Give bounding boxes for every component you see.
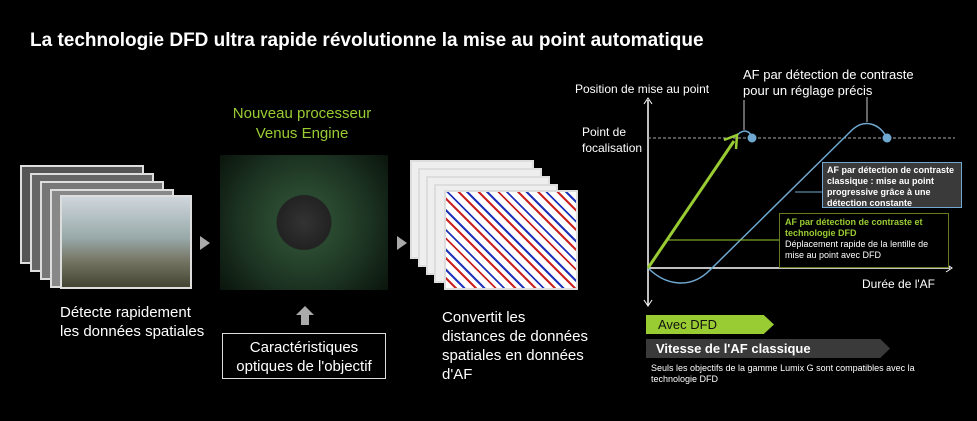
right-caption: d'AF	[442, 366, 473, 383]
left-caption: les données spatiales	[60, 323, 205, 340]
left-caption: Détecte rapidement	[60, 304, 191, 321]
legend-classic-bar: Vitesse de l'AF classique	[646, 339, 890, 358]
processor-image	[220, 155, 388, 290]
optics-label: optiques de l'objectif	[236, 358, 372, 375]
y-axis-arrow	[643, 97, 653, 105]
arrow-right-icon	[397, 236, 407, 250]
y-axis-label: Position de mise au point	[575, 82, 710, 96]
legend-classic-label: Vitesse de l'AF classique	[656, 341, 811, 356]
optics-label: Caractéristiques	[249, 339, 359, 356]
footnote: technologie DFD	[651, 374, 719, 384]
footnote: Seuls les objectifs de la gamme Lumix G …	[651, 363, 915, 373]
legend-dfd-label: Avec DFD	[658, 317, 717, 332]
right-caption: distances de données	[442, 328, 588, 345]
classic-af-box: AF par détection de contraste classique …	[822, 162, 962, 208]
top-annotation: AF par détection de contraste	[743, 67, 914, 82]
arrow-right-icon	[200, 236, 210, 250]
x-axis-label: Durée de l'AF	[862, 277, 935, 291]
dfd-arrow	[646, 140, 736, 269]
focus-label: focalisation	[582, 141, 643, 155]
classic-box-text: AF par détection de contraste	[827, 165, 955, 175]
dfd-box-text: Déplacement rapide de la lentille de	[785, 239, 929, 249]
classic-af-curve	[647, 122, 888, 284]
legend-dfd-bar: Avec DFD	[646, 315, 774, 334]
arrow-up-icon	[296, 306, 314, 315]
right-caption: Convertit les	[442, 309, 526, 326]
page-title: La technologie DFD ultra rapide révoluti…	[30, 30, 704, 51]
top-annotation: pour un réglage précis	[743, 83, 873, 98]
classic-box-text: classique : mise au point	[827, 176, 935, 186]
processor-label: Venus Engine	[255, 125, 349, 142]
dfd-box-title: AF par détection de contraste et	[785, 217, 923, 227]
dfd-af-box: AF par détection de contraste et technol…	[779, 213, 949, 268]
classic-box-text: détection constante	[827, 198, 913, 208]
processor-label: Nouveau processeur	[232, 105, 372, 122]
optics-box: Caractéristiques optiques de l'objectif	[222, 333, 386, 379]
classic-box-text: progressive grâce à une	[827, 187, 931, 197]
right-caption: spatiales en données	[442, 347, 584, 364]
dfd-box-text: mise au point avec DFD	[785, 250, 882, 260]
focus-label: Point de	[582, 125, 627, 139]
dfd-box-title: technologie DFD	[785, 228, 857, 238]
